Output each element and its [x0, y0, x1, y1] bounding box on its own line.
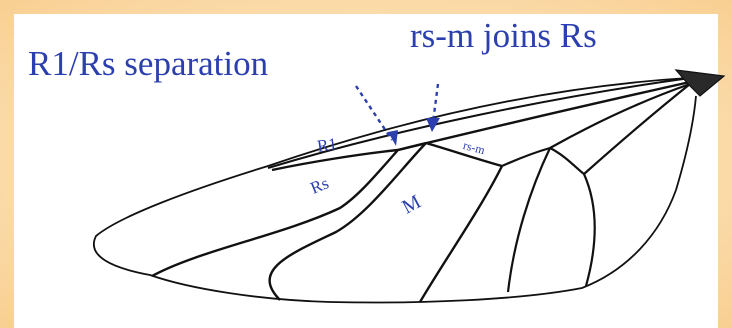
rs-m-link [397, 141, 427, 152]
wing-outline [93, 77, 697, 304]
wing-base [674, 69, 726, 97]
rs-m-arrow [431, 83, 440, 123]
separation-arrowhead [388, 130, 398, 146]
rs-vein [151, 149, 399, 278]
anal-vein [582, 173, 596, 287]
m-branch-vein [418, 165, 504, 303]
cubital-vein [506, 147, 551, 293]
base-vein-upper [583, 83, 691, 175]
costa-vein [267, 77, 691, 169]
separation-arrow [355, 85, 393, 141]
rs-m-vein [425, 141, 503, 168]
rs-m-join-callout: rs-m joins Rs [410, 16, 597, 55]
separation-callout: R1/Rs separation [28, 44, 269, 83]
rs-m-arrowhead [426, 118, 440, 132]
base-vein-lower [549, 82, 691, 149]
r1-label: R1 [315, 134, 339, 156]
m-vein [268, 142, 427, 301]
figure-panel [14, 14, 718, 328]
